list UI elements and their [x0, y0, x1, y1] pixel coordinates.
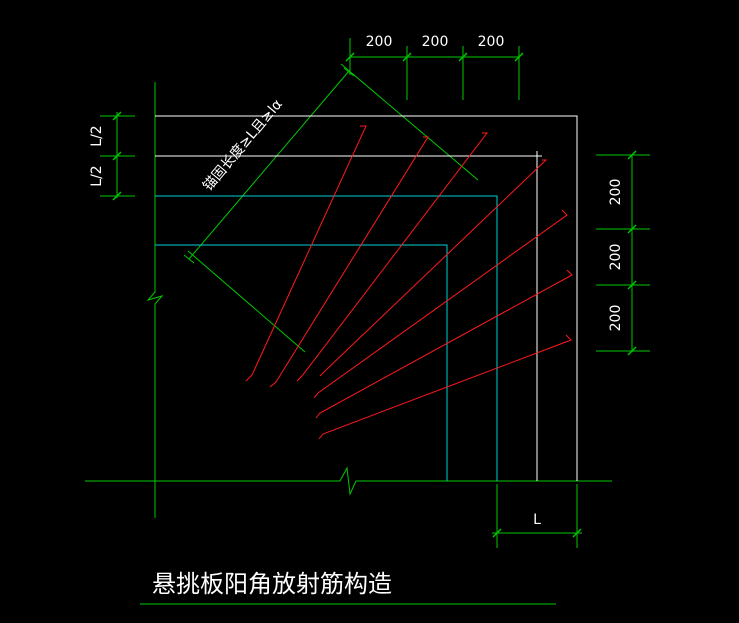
tick — [627, 150, 637, 160]
dim-top-label-3: 200 — [478, 34, 505, 50]
dim-left-label-1: L/2 — [89, 125, 105, 146]
dim-anchor-tick-1 — [343, 67, 355, 77]
radial-bar-5 — [313, 209, 568, 399]
inner-rebar — [155, 195, 498, 481]
tick — [402, 52, 412, 62]
tick — [627, 224, 637, 234]
dim-anchor-line — [188, 70, 350, 260]
left-wall-line — [146, 82, 164, 518]
tick — [112, 151, 122, 161]
tick — [627, 346, 637, 356]
tick — [572, 528, 582, 538]
radial-bar-1 — [245, 125, 367, 382]
dim-right-label-1: 200 — [608, 179, 624, 206]
radial-rebar — [245, 125, 573, 440]
radial-bar-6 — [315, 269, 573, 419]
dimension-lines — [85, 38, 650, 605]
drawing-title: 悬挑板阳角放射筋构造 — [152, 570, 392, 598]
tick — [514, 52, 524, 62]
tick — [627, 280, 637, 290]
dim-top-label-2: 200 — [422, 34, 449, 50]
dim-anchor-ext-1 — [340, 63, 479, 181]
dimension-labels: 200 200 200 200 200 200 L/2 L/2 L 锚固长度≥L… — [89, 34, 624, 528]
slab-edge-outer — [155, 115, 578, 481]
tick — [112, 191, 122, 201]
inner-bar-2 — [155, 244, 448, 481]
tick — [112, 111, 122, 121]
dim-right-label-3: 200 — [608, 305, 624, 332]
radial-bar-3 — [296, 132, 489, 382]
dim-anchor-ext-2 — [187, 250, 306, 353]
tick — [458, 52, 468, 62]
radial-bar-7 — [318, 334, 572, 440]
radial-bar-4 — [319, 159, 548, 377]
tick — [345, 52, 355, 62]
dim-anchor-tick-2 — [183, 254, 195, 264]
slab-outline — [155, 115, 578, 481]
dim-bottom-label: L — [533, 512, 541, 528]
dim-top-label-1: 200 — [366, 34, 393, 50]
tick — [492, 528, 502, 538]
dimension-ticks — [112, 52, 637, 538]
radial-bar-2 — [269, 136, 429, 388]
dim-left-label-2: L/2 — [89, 165, 105, 186]
inner-bar-1 — [155, 195, 498, 481]
dim-right-label-2: 200 — [608, 244, 624, 271]
anchor-length-label: 锚固长度≥L且≥lα — [200, 96, 286, 194]
bottom-wall-line — [85, 466, 612, 496]
